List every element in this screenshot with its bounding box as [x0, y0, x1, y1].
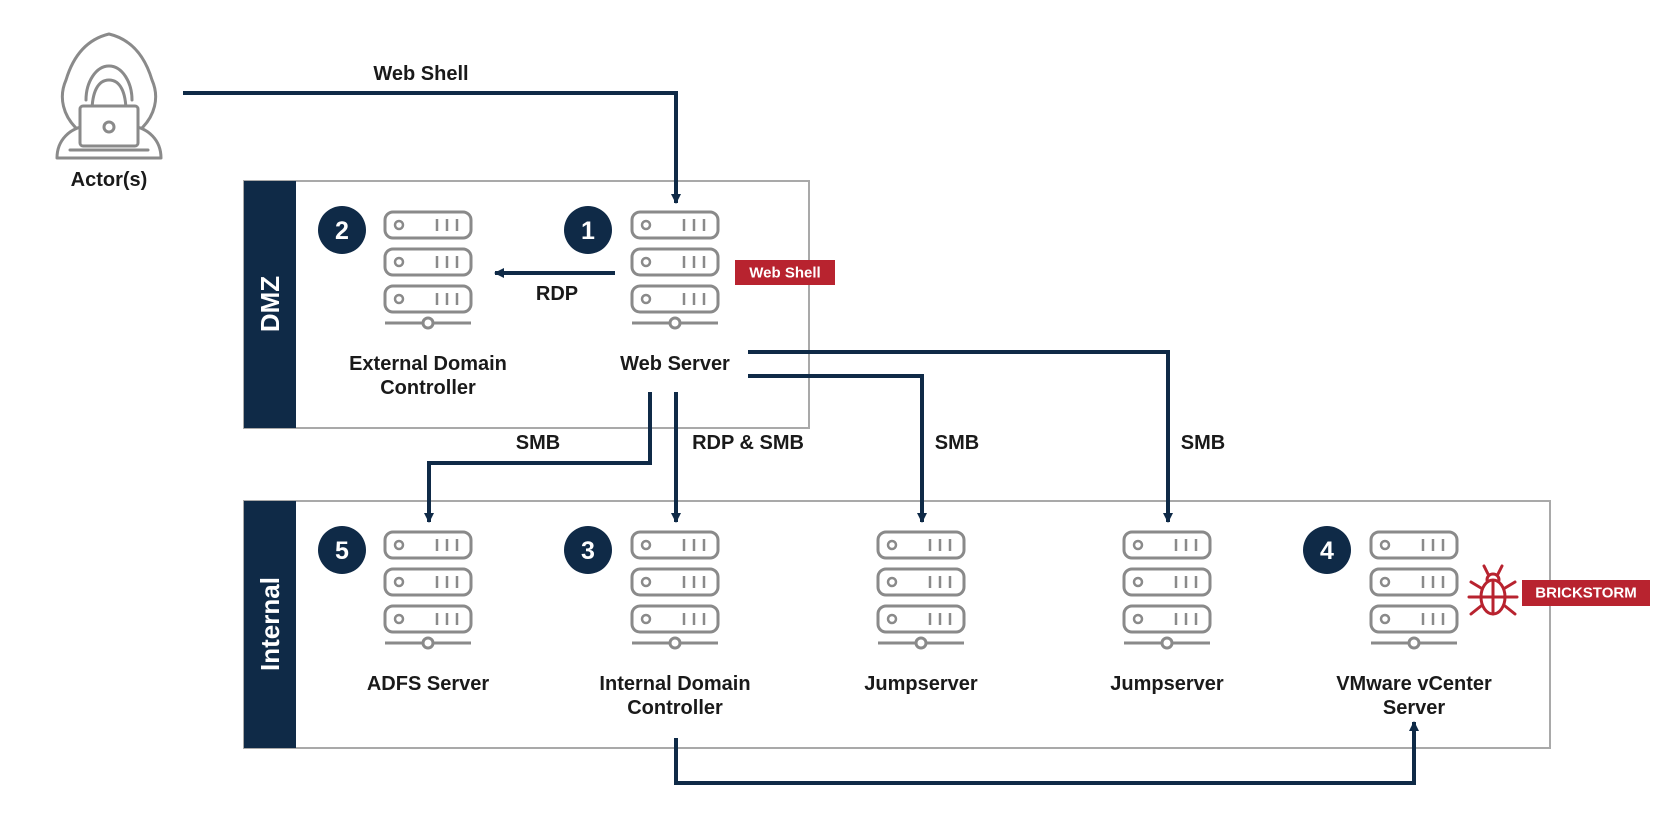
- edge-web-server-to-jumpserver-b: [748, 350, 1173, 523]
- node-jumpserver-a: Jumpserver: [864, 530, 978, 695]
- step-badge-4: 4: [1303, 526, 1351, 574]
- server-icon: [1122, 530, 1212, 650]
- node-label-line1: Jumpserver: [864, 673, 978, 695]
- brickstorm-badge: BRICKSTORM: [1522, 580, 1650, 606]
- node-web-server: 1 Web Server Web Shell: [564, 206, 835, 375]
- step-number: 4: [1320, 537, 1334, 565]
- node-label-line1: Web Server: [620, 353, 730, 375]
- server-icon: [1369, 530, 1459, 650]
- dmz-zone-label: DMZ: [255, 276, 285, 332]
- web-shell-badge-label: Web Shell: [749, 265, 820, 282]
- internal-zone: Internal: [243, 500, 1551, 749]
- edge-web-server-to-jumpserver-a: [748, 374, 927, 523]
- node-internal-domain-controller: 3 Internal Domain Controller: [564, 526, 751, 719]
- hooded-hacker-icon: [55, 32, 163, 160]
- node-external-domain-controller: 2 External Domain Controller: [318, 206, 507, 399]
- edge-internal-dc-to-vcenter: [674, 721, 1419, 785]
- server-icon: [630, 210, 720, 330]
- node-adfs-server: 5 ADFS Server: [318, 526, 489, 695]
- edge-label-web-server-to-adfs: SMB: [516, 432, 560, 454]
- edge-label-actor-to-web-server: Web Shell: [373, 63, 468, 85]
- node-label-line2: Server: [1383, 697, 1445, 719]
- edge-label-web-server-to-jumpserver-a: SMB: [935, 432, 979, 454]
- node-label-line1: Internal Domain: [599, 673, 750, 695]
- edge-label-web-server-to-jumpserver-b: SMB: [1181, 432, 1225, 454]
- server-icon: [383, 530, 473, 650]
- edge-label-web-server-to-internal-dc: RDP & SMB: [692, 432, 804, 454]
- node-label-line2: Controller: [380, 377, 476, 399]
- server-icon: [630, 530, 720, 650]
- node-label-line1: ADFS Server: [367, 673, 489, 695]
- edge-actor-to-web-server: [183, 91, 681, 204]
- step-number: 5: [335, 537, 349, 565]
- step-badge-3: 3: [564, 526, 612, 574]
- node-label-line1: VMware vCenter: [1336, 673, 1492, 695]
- internal-zone-bar: [244, 501, 296, 748]
- bug-icon: [1467, 564, 1519, 616]
- dmz-zone: DMZ: [243, 180, 810, 429]
- node-label-line2: Controller: [627, 697, 723, 719]
- server-icon: [876, 530, 966, 650]
- brickstorm-badge-label: BRICKSTORM: [1535, 585, 1636, 602]
- node-vmware-vcenter-server: 4 VMware vCenter Server BRICKSTORM: [1303, 526, 1650, 719]
- actor: Actor(s): [55, 32, 163, 191]
- step-number: 2: [335, 217, 349, 245]
- step-number: 1: [581, 217, 595, 245]
- step-badge-1: 1: [564, 206, 612, 254]
- step-number: 3: [581, 537, 595, 565]
- node-label-line1: Jumpserver: [1110, 673, 1224, 695]
- node-label-line1: External Domain: [349, 353, 507, 375]
- edge-web-server-to-adfs: [424, 392, 652, 523]
- edge-label-web-server-to-external-dc: RDP: [536, 283, 578, 305]
- step-badge-5: 5: [318, 526, 366, 574]
- node-jumpserver-b: Jumpserver: [1110, 530, 1224, 695]
- web-shell-badge: Web Shell: [735, 260, 835, 285]
- step-badge-2: 2: [318, 206, 366, 254]
- server-icon: [383, 210, 473, 330]
- internal-zone-label: Internal: [255, 577, 285, 671]
- dmz-zone-bar: [244, 181, 296, 428]
- actor-label: Actor(s): [71, 169, 148, 191]
